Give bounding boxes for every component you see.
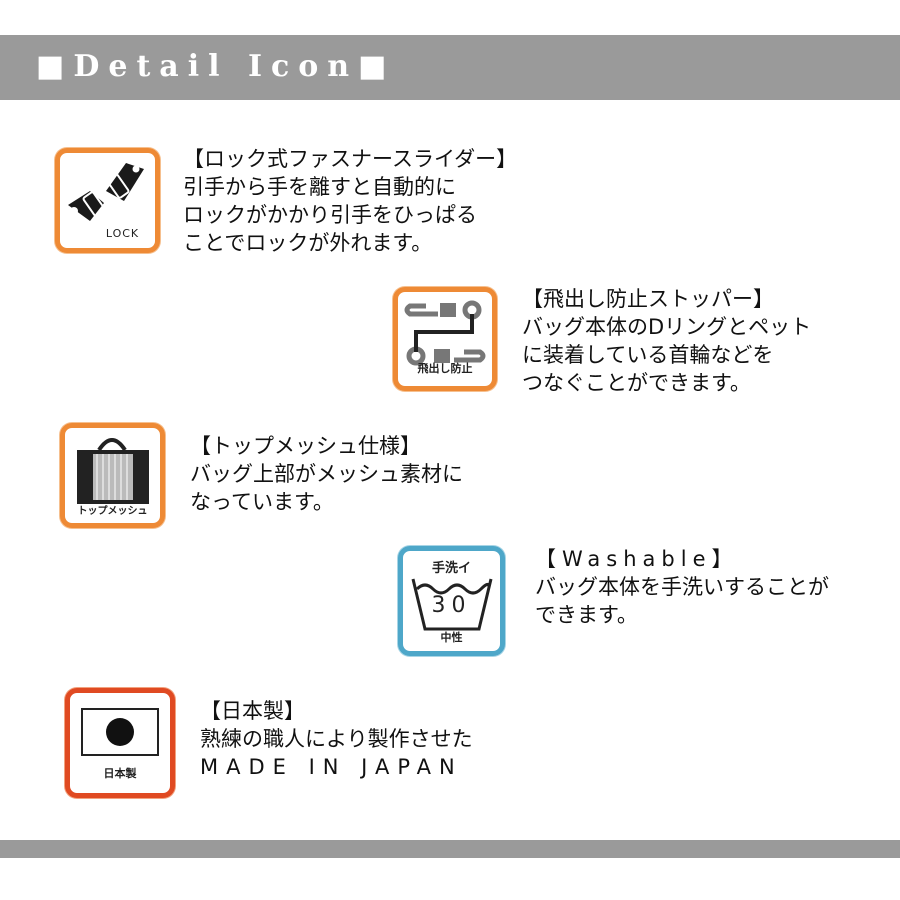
- feature-title: 【ロック式ファスナースライダー】: [183, 147, 518, 171]
- footer-bar: [0, 840, 900, 858]
- feature-line: 熟練の職人により製作させた: [200, 727, 473, 751]
- feature-line: バッグ上部がメッシュ素材に: [190, 462, 463, 486]
- japan-flag-icon: 日本製: [65, 688, 175, 798]
- feature-title: 【Washable】: [535, 547, 739, 571]
- page-title: ■Detail Icon■: [36, 49, 396, 84]
- icon-label: トップメッシュ: [77, 506, 148, 517]
- icon-label: 飛出し防止: [417, 362, 473, 375]
- feature-line: に装着している首輪などを: [522, 343, 774, 367]
- feature-line: バッグ本体のDリングとペット: [522, 315, 812, 339]
- temperature-label: 30: [431, 593, 472, 618]
- feature-washable: 【Washable】 バッグ本体を手洗いすることが できます。: [535, 545, 829, 629]
- feature-line: できます。: [535, 603, 638, 627]
- feature-line: バッグ本体を手洗いすることが: [535, 575, 829, 599]
- feature-title: 【トップメッシュ仕様】: [190, 434, 421, 458]
- icon-label: LOCK: [105, 227, 140, 240]
- header-bar: ■Detail Icon■: [0, 35, 900, 100]
- feature-line: ロックがかかり引手をひっぱる: [183, 203, 477, 227]
- hand-wash-icon: 手洗イ 30 中性: [398, 546, 505, 656]
- feature-stopper: 【飛出し防止ストッパー】 バッグ本体のDリングとペット に装着している首輪などを…: [522, 285, 811, 397]
- feature-mesh: 【トップメッシュ仕様】 バッグ上部がメッシュ素材に なっています。: [190, 432, 463, 516]
- feature-title: 【日本製】: [200, 699, 305, 723]
- icon-label: 日本製: [103, 767, 137, 780]
- feature-lock: 【ロック式ファスナースライダー】 引手から手を離すと自動的に ロックがかかり引手…: [183, 145, 517, 257]
- feature-line: MADE IN JAPAN: [200, 755, 463, 779]
- feature-japan: 【日本製】 熟練の職人により製作させた MADE IN JAPAN: [200, 697, 473, 781]
- icon-label-top: 手洗イ: [431, 561, 471, 576]
- feature-line: なっています。: [190, 490, 334, 514]
- feature-title: 【飛出し防止ストッパー】: [522, 287, 774, 311]
- feature-line: ことでロックが外れます。: [183, 231, 433, 255]
- icon-label: 中性: [440, 631, 463, 644]
- feature-line: つなぐことができます。: [522, 371, 751, 395]
- feature-line: 引手から手を離すと自動的に: [183, 175, 456, 199]
- mesh-top-icon: トップメッシュ: [60, 423, 165, 528]
- stopper-icon: 飛出し防止: [393, 287, 497, 391]
- zipper-lock-icon: LOCK: [55, 148, 160, 253]
